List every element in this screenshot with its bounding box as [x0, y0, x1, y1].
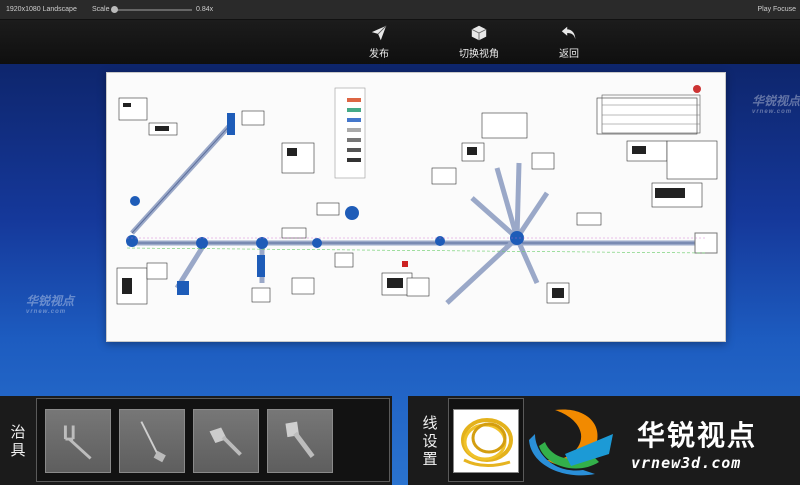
paper-plane-icon — [371, 25, 387, 41]
brand-name: 华锐视点 — [637, 419, 758, 452]
tools-panel-label: 治具 — [10, 423, 26, 459]
top-toolbar: 发布 切换视角 返回 — [0, 20, 800, 64]
brand-block: 华锐视点 vrnew3d.com — [525, 404, 785, 480]
play-focused-toggle[interactable]: Play Focuse — [757, 6, 796, 13]
brand-logo-icon — [529, 409, 613, 476]
back-label: 返回 — [559, 49, 579, 60]
scale-label: Scale — [92, 6, 110, 13]
scale-slider-handle[interactable] — [111, 6, 118, 13]
editor-toolbar: 1920x1080 Landscape Scale 0.84x Play Foc… — [0, 0, 800, 20]
publish-button[interactable]: 发布 — [344, 24, 414, 62]
spatula-tool-icon — [285, 421, 315, 458]
tool-slot-spatula[interactable] — [267, 409, 333, 473]
wire-slot-yellow-coil[interactable] — [453, 409, 519, 473]
switch-view-button[interactable]: 切换视角 — [444, 24, 514, 62]
return-arrow-icon — [561, 26, 576, 40]
pin-tool-icon — [140, 421, 166, 463]
tools-panel: 治具 — [0, 396, 392, 485]
wiring-schematic-board[interactable] — [106, 72, 726, 342]
watermark: 华锐视点 vrnew.com — [26, 294, 75, 315]
publish-label: 发布 — [369, 49, 389, 60]
tool-slot-pin[interactable] — [119, 409, 185, 473]
cube-icon — [471, 25, 487, 41]
wire-settings-label: 线设置 — [422, 414, 438, 468]
switch-view-label: 切换视角 — [459, 49, 499, 60]
scale-slider-track[interactable] — [112, 9, 192, 11]
tool-slot-crimp[interactable] — [193, 409, 259, 473]
wire-coil-icon — [461, 418, 513, 467]
crimp-tool-icon — [209, 427, 242, 456]
scale-value: 0.84x — [196, 6, 214, 13]
tool-slot-fork[interactable] — [45, 409, 111, 473]
tools-slot-container — [36, 398, 390, 482]
brand-url: vrnew3d.com — [631, 454, 742, 472]
fork-tool-icon — [63, 425, 92, 460]
watermark: 华锐视点 vrnew.com — [752, 94, 800, 115]
wiring-diagram — [116, 85, 718, 305]
resolution-dropdown[interactable]: 1920x1080 Landscape — [6, 6, 77, 13]
back-button[interactable]: 返回 — [534, 24, 604, 62]
wire-settings-panel: 线设置 — [408, 396, 800, 485]
wire-slot-container — [448, 398, 524, 482]
